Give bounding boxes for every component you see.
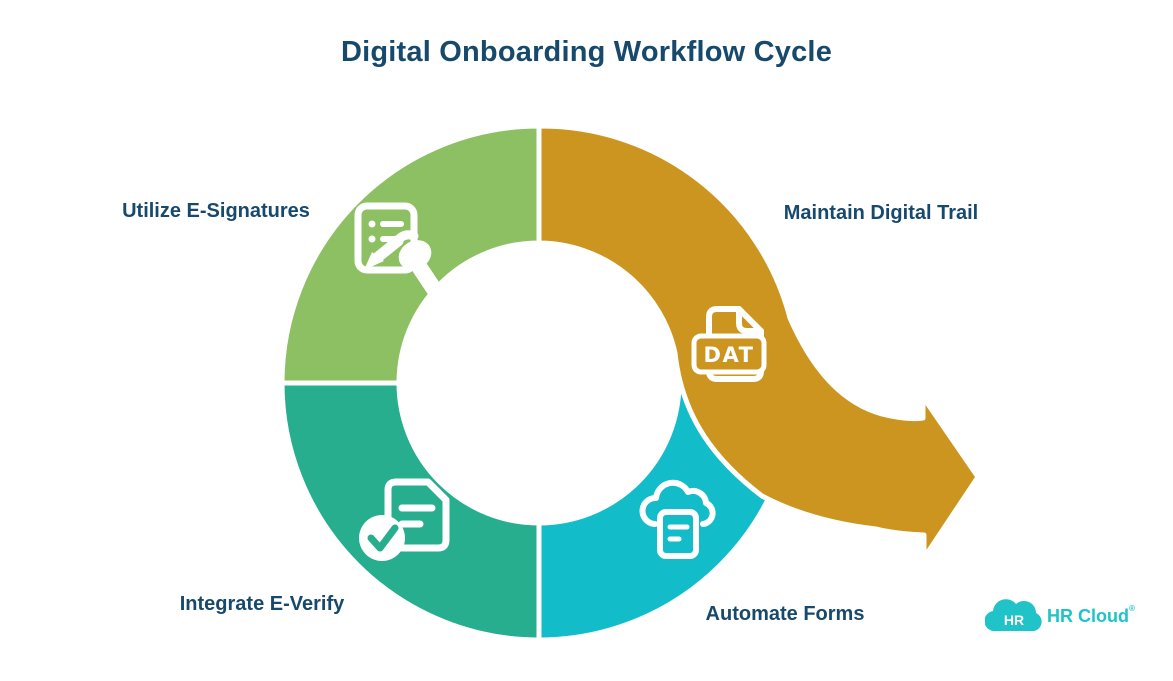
hr-cloud-brand-name: HR Cloud® (1047, 604, 1135, 626)
page-title: Digital Onboarding Workflow Cycle (340, 36, 833, 68)
segment-label-integrate-everify: Integrate E-Verify (179, 593, 345, 615)
dat-file-icon: DAT (691, 306, 767, 382)
registered-trademark-mark: ® (1128, 604, 1135, 613)
document-check-icon (359, 478, 450, 561)
dat-file-label: DAT (704, 343, 755, 367)
e-signature-icon (354, 202, 442, 297)
cloud-form-icon (639, 479, 716, 559)
segment-label-automate-forms: Automate Forms (705, 603, 865, 625)
hr-cloud-logo: HR HR Cloud® (984, 598, 1165, 638)
segment-label-maintain-digital-trail: Maintain Digital Trail (783, 202, 979, 224)
hr-cloud-logo-icon: HR (984, 599, 1042, 632)
hr-cloud-logo-text: HR (1004, 612, 1024, 628)
segment-label-utilize-esignatures: Utilize E-Signatures (122, 200, 310, 222)
